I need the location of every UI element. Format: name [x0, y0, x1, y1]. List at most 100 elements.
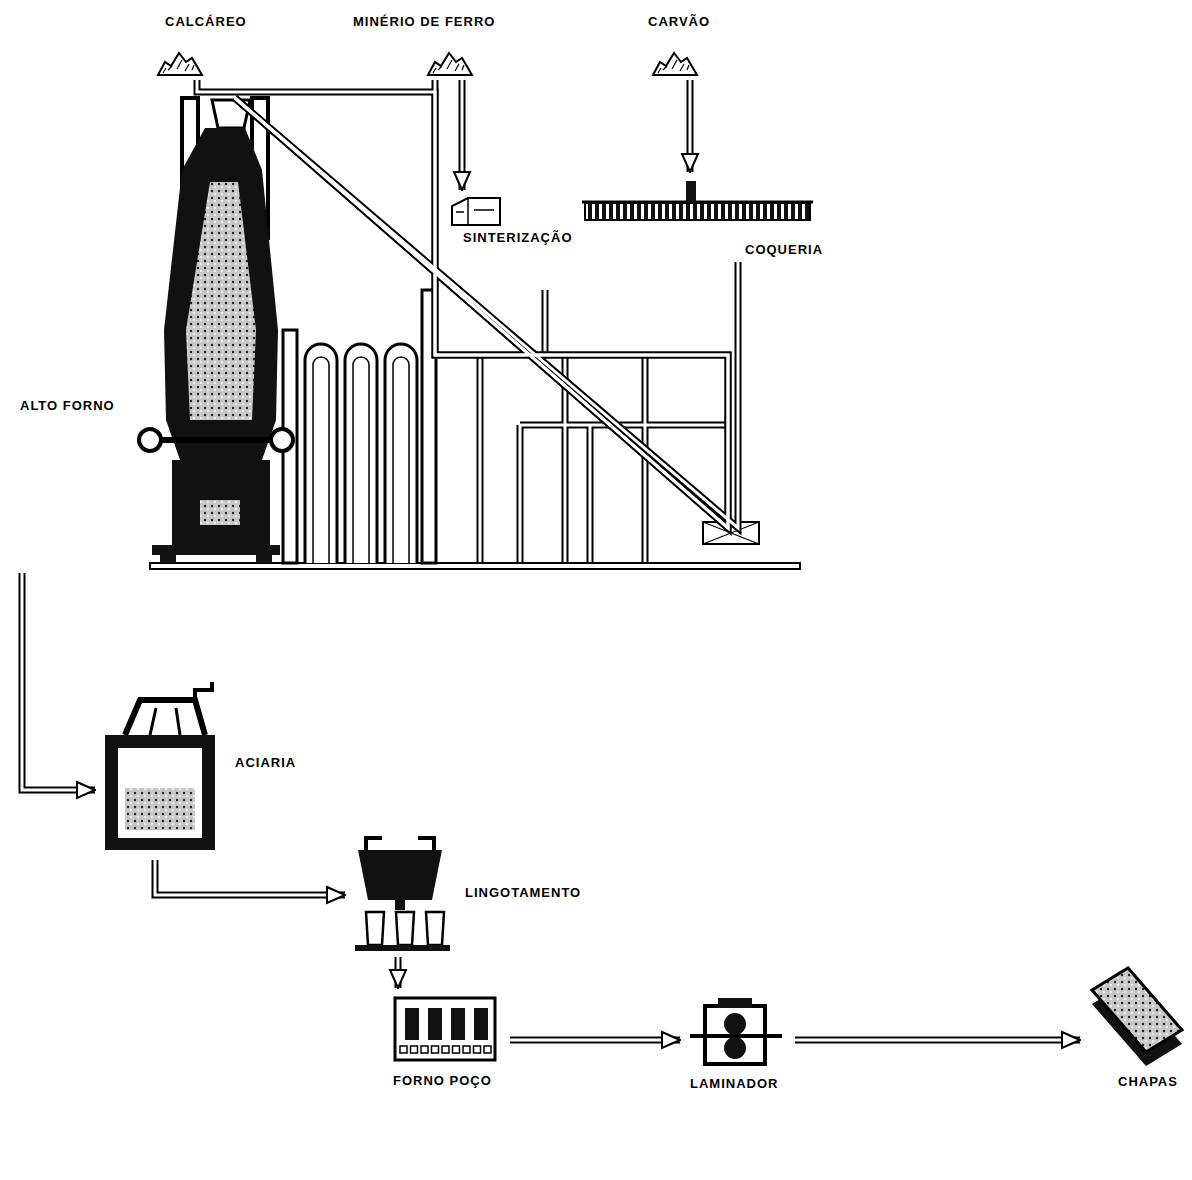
blast-furnace-part	[152, 545, 280, 555]
soaking-pit-part-part	[421, 1046, 428, 1053]
node-label: CALCÁREO	[165, 14, 247, 30]
ingot-casting-part	[426, 912, 444, 945]
soaking-pit-part-part	[400, 1046, 407, 1053]
rolling-mill-part	[724, 1037, 746, 1059]
node-label: CHAPAS	[1118, 1074, 1178, 1090]
raw-material-pile-part	[428, 53, 472, 75]
limestone-source: CALCÁREO	[150, 10, 260, 80]
pipe-connector	[395, 957, 402, 988]
rolling-mill-part	[718, 998, 752, 1008]
soaking-pit	[395, 998, 495, 1060]
rolling-mill	[690, 998, 782, 1064]
soaking-pit-part-part	[411, 1046, 418, 1053]
soaking-pit-part	[405, 1008, 419, 1040]
pipe-connector	[687, 80, 694, 172]
converter-part	[105, 735, 215, 850]
pipe-connector	[795, 1037, 1080, 1044]
soaking-pit-part	[395, 998, 495, 1060]
soaking-pit-part	[474, 1008, 488, 1040]
soaking-pit-part-part	[432, 1046, 439, 1053]
converter-part	[125, 788, 195, 830]
blast-furnace-part	[256, 555, 272, 563]
node-label: ACIARIA	[235, 755, 296, 771]
plates-box: CHAPAS	[1080, 962, 1185, 1094]
hot-blast-stoves	[283, 290, 436, 563]
coke-battery-part	[686, 181, 696, 203]
pipe-connector	[155, 860, 345, 895]
node-label: LAMINADOR	[690, 1076, 778, 1092]
ingot-casting-part	[358, 850, 442, 900]
coal-source: CARVÃO	[630, 10, 740, 80]
soaking-pit-part	[451, 1008, 465, 1040]
blast-furnace-part	[172, 460, 270, 545]
sinter-plant-box: SINTERIZAÇÃO	[445, 190, 605, 252]
pipe-connector	[235, 80, 728, 528]
ingot-casting-part	[366, 912, 384, 945]
converter-part	[195, 682, 212, 700]
pipe-connector	[461, 80, 464, 190]
blast-furnace-part	[139, 429, 161, 451]
converter-part	[150, 708, 180, 735]
node-label: SINTERIZAÇÃO	[463, 230, 573, 246]
pipe-connector	[197, 80, 728, 528]
casting-box: LINGOTAMENTO	[345, 835, 635, 957]
pipe-connector	[235, 98, 738, 528]
node-label: CARVÃO	[648, 14, 710, 30]
rolling-mill-box: LAMINADOR	[680, 998, 795, 1103]
raw-material-pile-part	[653, 53, 697, 75]
blast-furnace	[139, 98, 293, 563]
pipe-connector	[235, 98, 738, 528]
ore-source: MINÉRIO DE FERRO	[345, 10, 525, 80]
raw-material-pile-part	[158, 53, 202, 75]
steel-plates	[1092, 968, 1182, 1066]
pipe-core	[22, 80, 1080, 1040]
soaking-pit-part	[400, 1046, 491, 1053]
converter-part	[125, 700, 205, 735]
steel-plates-part	[1092, 968, 1182, 1052]
node-label: MINÉRIO DE FERRO	[353, 14, 495, 30]
ingot-casting-part	[395, 900, 405, 910]
sinter-plant-part	[452, 198, 500, 225]
sinter-plant	[452, 198, 500, 225]
sinter-plant-part	[452, 198, 500, 225]
pipe-connector	[155, 860, 345, 895]
converter-part	[118, 748, 202, 838]
coke-battery-part	[585, 203, 810, 220]
pipe-connector	[22, 573, 95, 790]
ingot-casting-part	[355, 945, 450, 951]
steel-shop-box: ACIARIA	[95, 690, 325, 860]
pipe-connector	[22, 573, 95, 790]
node-label: ALTO FORNO	[20, 398, 115, 414]
pipe-connector	[795, 1039, 1080, 1042]
coke-plant-box: COQUERIA	[580, 172, 870, 262]
soaking-pit-part-part	[442, 1046, 449, 1053]
ingot-casting	[355, 838, 450, 951]
pipe-connector	[510, 1037, 680, 1044]
pipe-connector	[689, 80, 692, 172]
converter	[105, 682, 215, 850]
pipework-part	[480, 290, 728, 563]
soaking-pit-part-part	[484, 1046, 491, 1053]
pipe-outline	[22, 80, 1080, 1040]
blast-furnace-part	[150, 437, 282, 443]
coke-battery-part	[582, 201, 813, 204]
blast-furnace-part	[164, 128, 278, 460]
pipe-connector	[397, 957, 400, 988]
raw-material-pile	[158, 53, 697, 75]
pipe-connector	[197, 80, 728, 528]
blast-furnace-part	[160, 555, 176, 563]
soaking-pit-box: FORNO POÇO	[385, 988, 510, 1098]
blast-furnace-part	[186, 182, 256, 420]
ingot-casting-part	[366, 838, 434, 850]
ingot-casting-part	[396, 912, 414, 945]
soaking-pit-part-part	[463, 1046, 470, 1053]
node-label: COQUERIA	[745, 242, 823, 258]
node-label: FORNO POÇO	[393, 1073, 492, 1089]
ground-line	[150, 563, 800, 569]
pipework-part	[480, 290, 728, 563]
coke-battery	[582, 181, 813, 220]
hot-blast-stoves-part	[313, 357, 409, 563]
